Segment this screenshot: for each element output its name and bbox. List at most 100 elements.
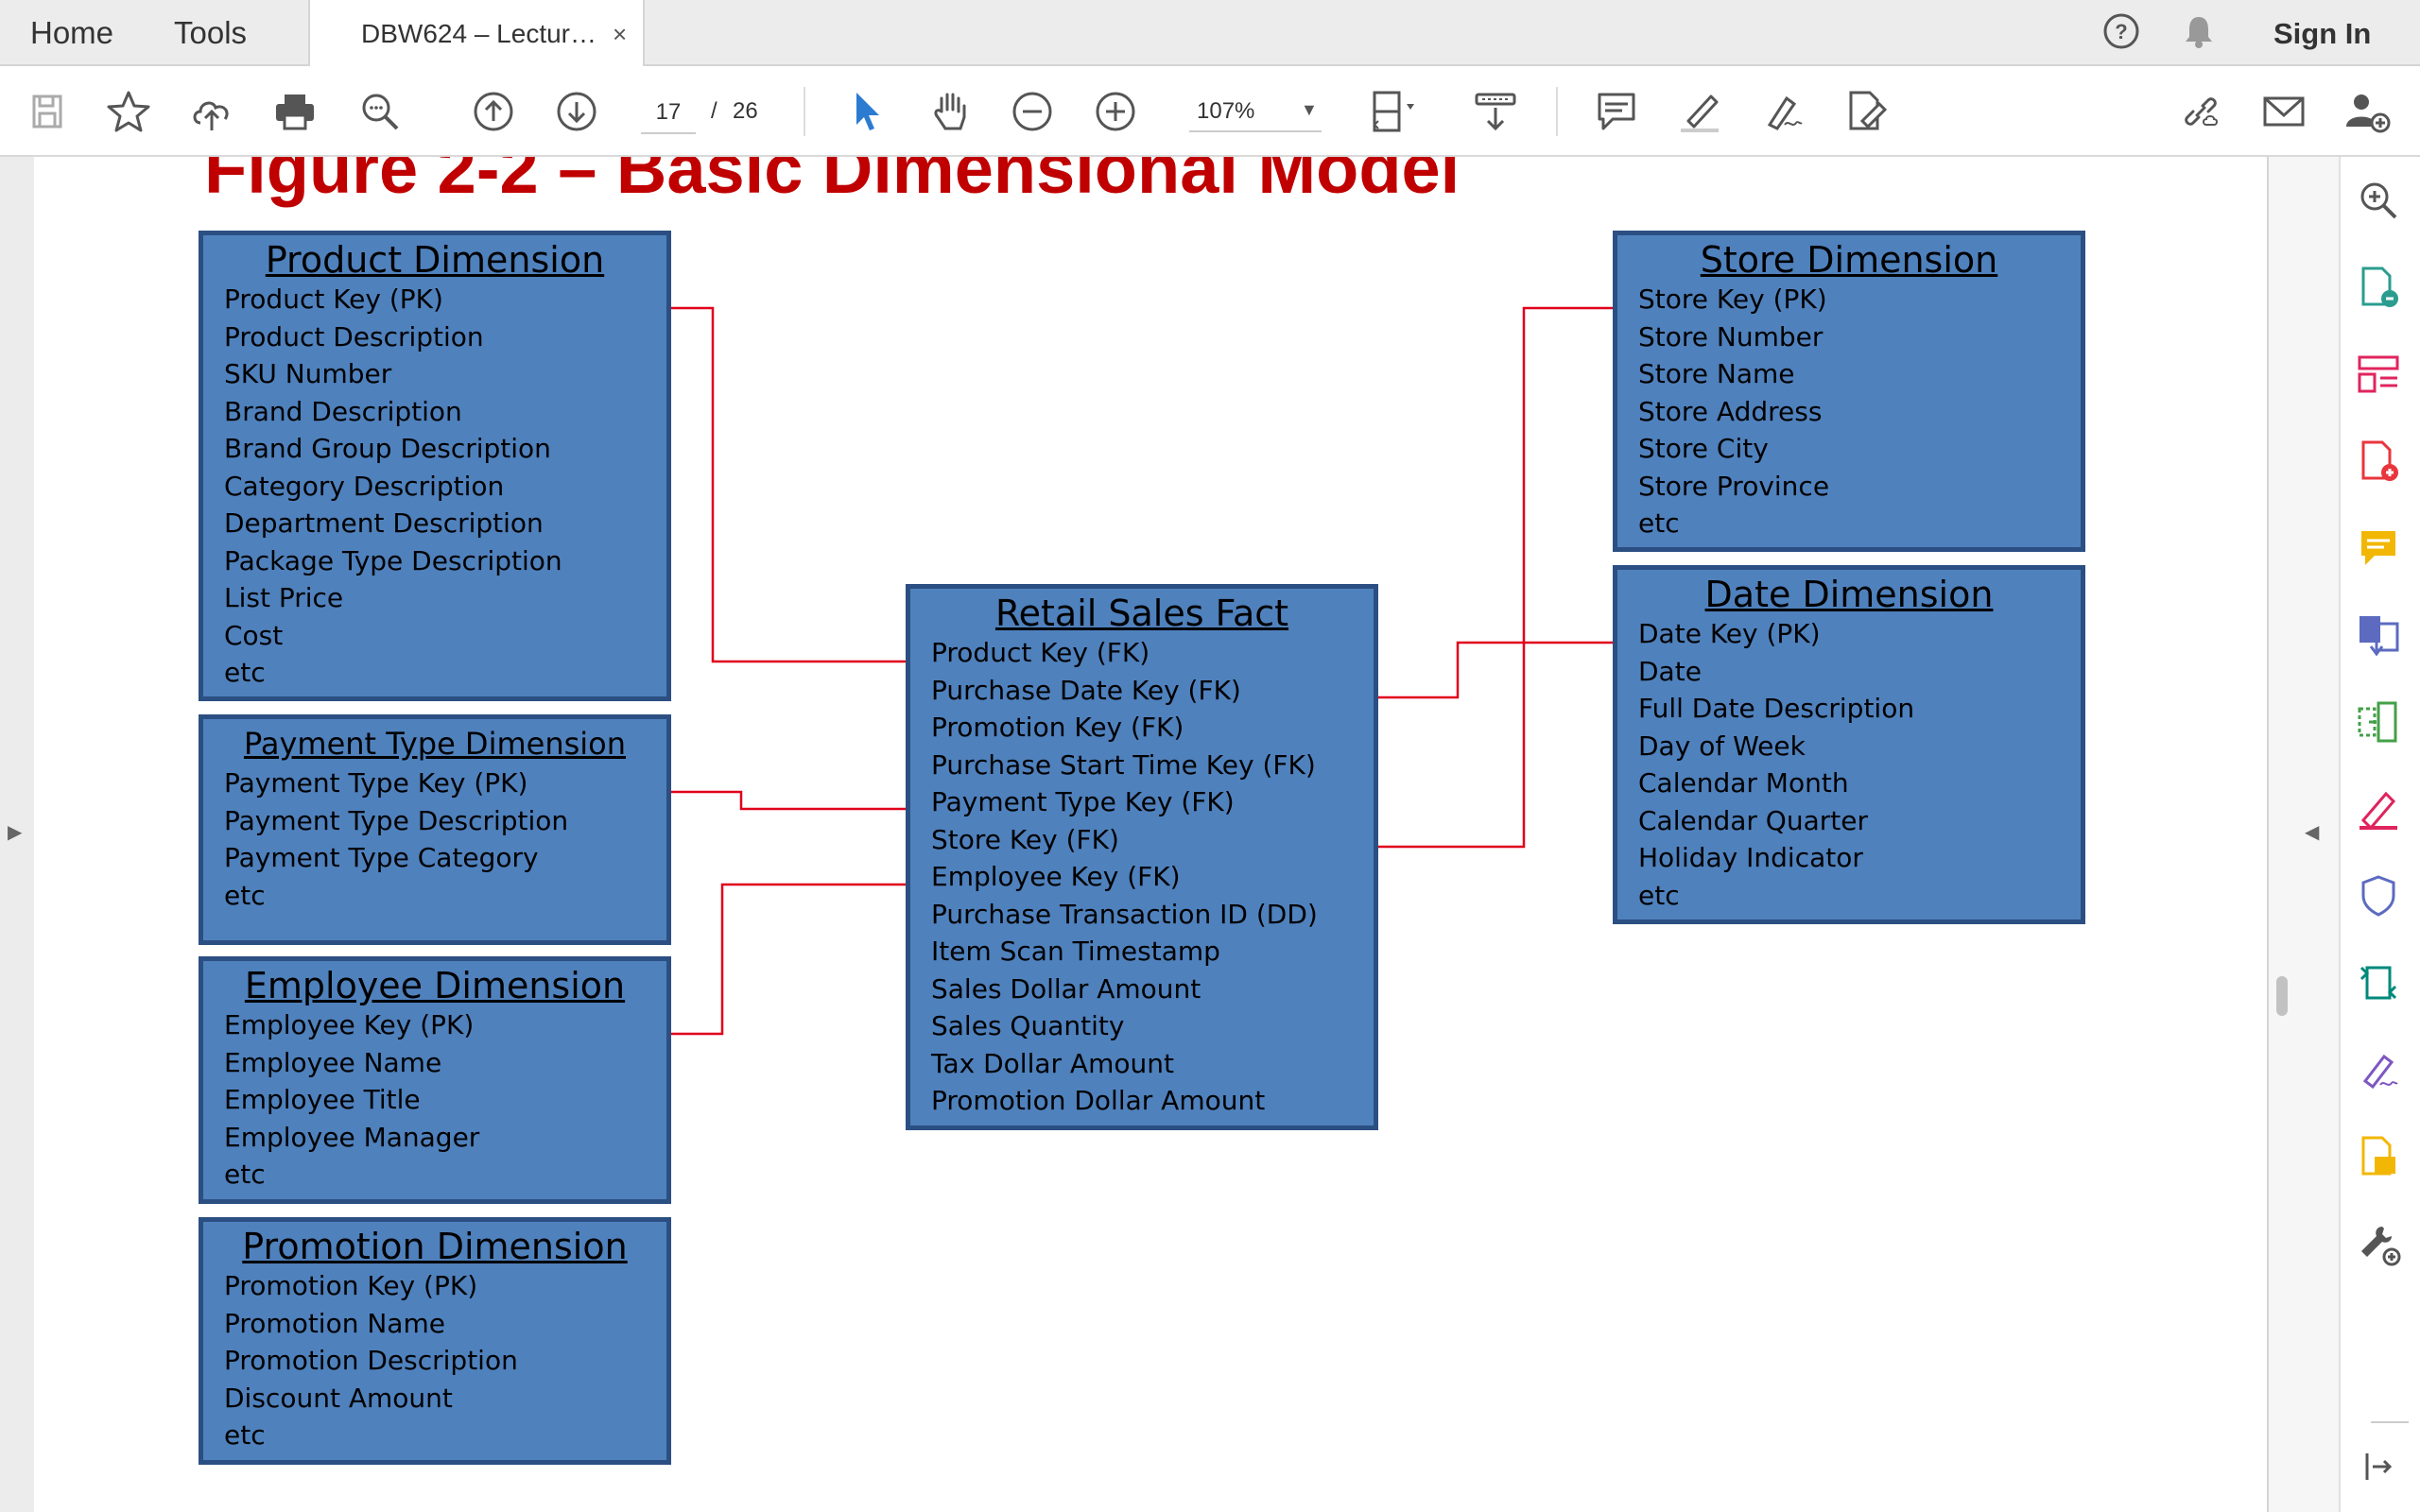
- document-tab-title: DBW624 – Lectur…: [361, 19, 596, 48]
- request-signature-icon[interactable]: [2354, 1045, 2403, 1094]
- table-row: Package Type Description: [224, 544, 562, 576]
- protect-shield-icon[interactable]: [2354, 871, 2403, 920]
- organize-pages-icon[interactable]: [2354, 350, 2403, 399]
- edit-pdf-icon[interactable]: [2354, 697, 2403, 747]
- find-zoom-icon[interactable]: [355, 87, 405, 136]
- table-row: Date Key (PK): [1638, 618, 1821, 649]
- employee-dimension-table: Employee Dimension Employee Key (PK) Emp…: [199, 956, 671, 1204]
- table-row: Product Description: [224, 320, 484, 352]
- scroll-mode-icon[interactable]: [1471, 87, 1520, 136]
- zoom-out-icon[interactable]: [1008, 87, 1057, 136]
- table-row: Category Description: [224, 470, 505, 502]
- right-tools-panel: [2339, 157, 2420, 1512]
- table-row: Store Key (PK): [1638, 284, 1827, 315]
- table-title: Payment Type Dimension: [243, 726, 627, 762]
- fill-and-sign-tool-icon[interactable]: [2354, 784, 2403, 833]
- table-row: Calendar Quarter: [1638, 804, 1868, 836]
- table-row: Discount Amount: [224, 1382, 453, 1414]
- left-panel-collapsed: ▶: [0, 157, 35, 1512]
- email-icon[interactable]: [2259, 87, 2308, 136]
- hand-pan-icon[interactable]: [926, 87, 976, 136]
- table-row: Payment Type Description: [224, 804, 569, 836]
- collapse-right-panel-icon[interactable]: ◀: [2305, 822, 2320, 843]
- table-title: Retail Sales Fact: [994, 593, 1289, 634]
- highlight-pen-icon[interactable]: [1675, 87, 1724, 136]
- comment-icon[interactable]: [1592, 87, 1641, 136]
- table-row: etc: [1638, 879, 1680, 911]
- select-cursor-icon[interactable]: [843, 87, 892, 136]
- nav-tab-tools[interactable]: Tools: [174, 15, 248, 50]
- page-separator: /: [711, 98, 717, 124]
- help-icon[interactable]: ?: [2102, 12, 2140, 50]
- save-icon[interactable]: [23, 87, 72, 136]
- bookmark-star-icon[interactable]: [104, 87, 153, 136]
- comment-tool-icon[interactable]: [2354, 524, 2403, 573]
- print-icon[interactable]: [270, 87, 320, 136]
- table-row: Store City: [1638, 433, 1769, 464]
- table-row: Store Number: [1638, 320, 1824, 352]
- expand-left-panel-icon[interactable]: ▶: [8, 822, 23, 843]
- table-row: Day of Week: [1638, 730, 1806, 762]
- table-row: Employee Key (PK): [224, 1009, 475, 1040]
- table-row: Promotion Description: [224, 1345, 518, 1376]
- table-row: Calendar Month: [1638, 767, 1849, 799]
- table-row: Store Key (FK): [931, 823, 1119, 855]
- main-toolbar: / 26 107% ▼: [0, 66, 2420, 157]
- export-notes-icon[interactable]: [2354, 1132, 2403, 1181]
- collapse-panel-icon[interactable]: [2354, 1442, 2403, 1491]
- sign-in-link[interactable]: Sign In: [2273, 17, 2372, 50]
- table-row: Promotion Name: [224, 1307, 445, 1339]
- table-row: Department Description: [224, 507, 544, 539]
- table-row: Brand Group Description: [224, 433, 551, 464]
- notifications-bell-icon[interactable]: [2180, 12, 2218, 50]
- payment-type-dimension-table: Payment Type Dimension Payment Type Key …: [199, 714, 671, 945]
- retail-sales-fact-table: Retail Sales Fact Product Key (FK) Purch…: [906, 584, 1378, 1130]
- previous-page-icon[interactable]: [469, 87, 518, 136]
- table-title: Employee Dimension: [244, 965, 626, 1006]
- table-row: Full Date Description: [1638, 693, 1915, 724]
- chevron-down-icon: ▼: [1301, 100, 1318, 119]
- table-row: SKU Number: [224, 358, 392, 389]
- nav-tab-home[interactable]: Home: [30, 15, 114, 50]
- close-tab-icon[interactable]: ×: [613, 20, 628, 48]
- upload-cloud-icon[interactable]: [187, 87, 236, 136]
- table-row: Cost: [224, 619, 284, 651]
- create-pdf-icon[interactable]: [2354, 437, 2403, 486]
- document-page: Figure 2-2 – Basic Dimensional Model Pro…: [34, 157, 2267, 1512]
- fill-sign-icon[interactable]: [1841, 87, 1891, 136]
- page-fit-icon[interactable]: [1369, 87, 1418, 136]
- table-row: Purchase Start Time Key (FK): [931, 748, 1316, 781]
- combine-files-icon[interactable]: [2354, 610, 2403, 660]
- zoom-dropdown[interactable]: 107% ▼: [1189, 93, 1322, 132]
- table-row: Payment Type Key (PK): [224, 767, 528, 799]
- table-row: etc: [1638, 507, 1680, 539]
- table-row: etc: [224, 657, 266, 688]
- vertical-scrollbar-track[interactable]: [2267, 157, 2339, 1512]
- table-row: Payment Type Category: [224, 842, 539, 873]
- table-row: Date: [1638, 655, 1702, 687]
- draw-signature-icon[interactable]: [1758, 87, 1807, 136]
- table-row: Promotion Key (PK): [224, 1270, 478, 1301]
- top-bar: Home Tools DBW624 – Lectur… × ? Sign In: [0, 0, 2420, 68]
- promotion-dimension-table: Promotion Dimension Promotion Key (PK) P…: [199, 1217, 671, 1465]
- table-row: List Price: [224, 582, 344, 613]
- table-row: Sales Quantity: [931, 1010, 1125, 1041]
- send-for-review-icon[interactable]: [2354, 958, 2403, 1007]
- table-title: Date Dimension: [1704, 574, 1994, 615]
- table-row: Employee Key (FK): [931, 861, 1181, 892]
- vertical-scrollbar-thumb[interactable]: [2276, 976, 2288, 1016]
- document-tab[interactable]: DBW624 – Lectur… ×: [308, 0, 645, 68]
- page-number-input[interactable]: [641, 93, 696, 134]
- table-row: Item Scan Timestamp: [931, 936, 1220, 967]
- share-link-icon[interactable]: [2176, 87, 2225, 136]
- search-zoom-icon[interactable]: [2354, 176, 2403, 225]
- export-pdf-icon[interactable]: [2354, 263, 2403, 312]
- zoom-in-icon[interactable]: [1091, 87, 1140, 136]
- figure-title: Figure 2-2 – Basic Dimensional Model: [204, 157, 1461, 208]
- add-user-icon[interactable]: [2342, 87, 2392, 136]
- table-row: Store Province: [1638, 470, 1830, 502]
- next-page-icon[interactable]: [552, 87, 601, 136]
- more-tools-wrench-icon[interactable]: [2354, 1219, 2403, 1268]
- table-row: Promotion Dollar Amount: [931, 1085, 1266, 1116]
- table-title: Promotion Dimension: [242, 1226, 628, 1267]
